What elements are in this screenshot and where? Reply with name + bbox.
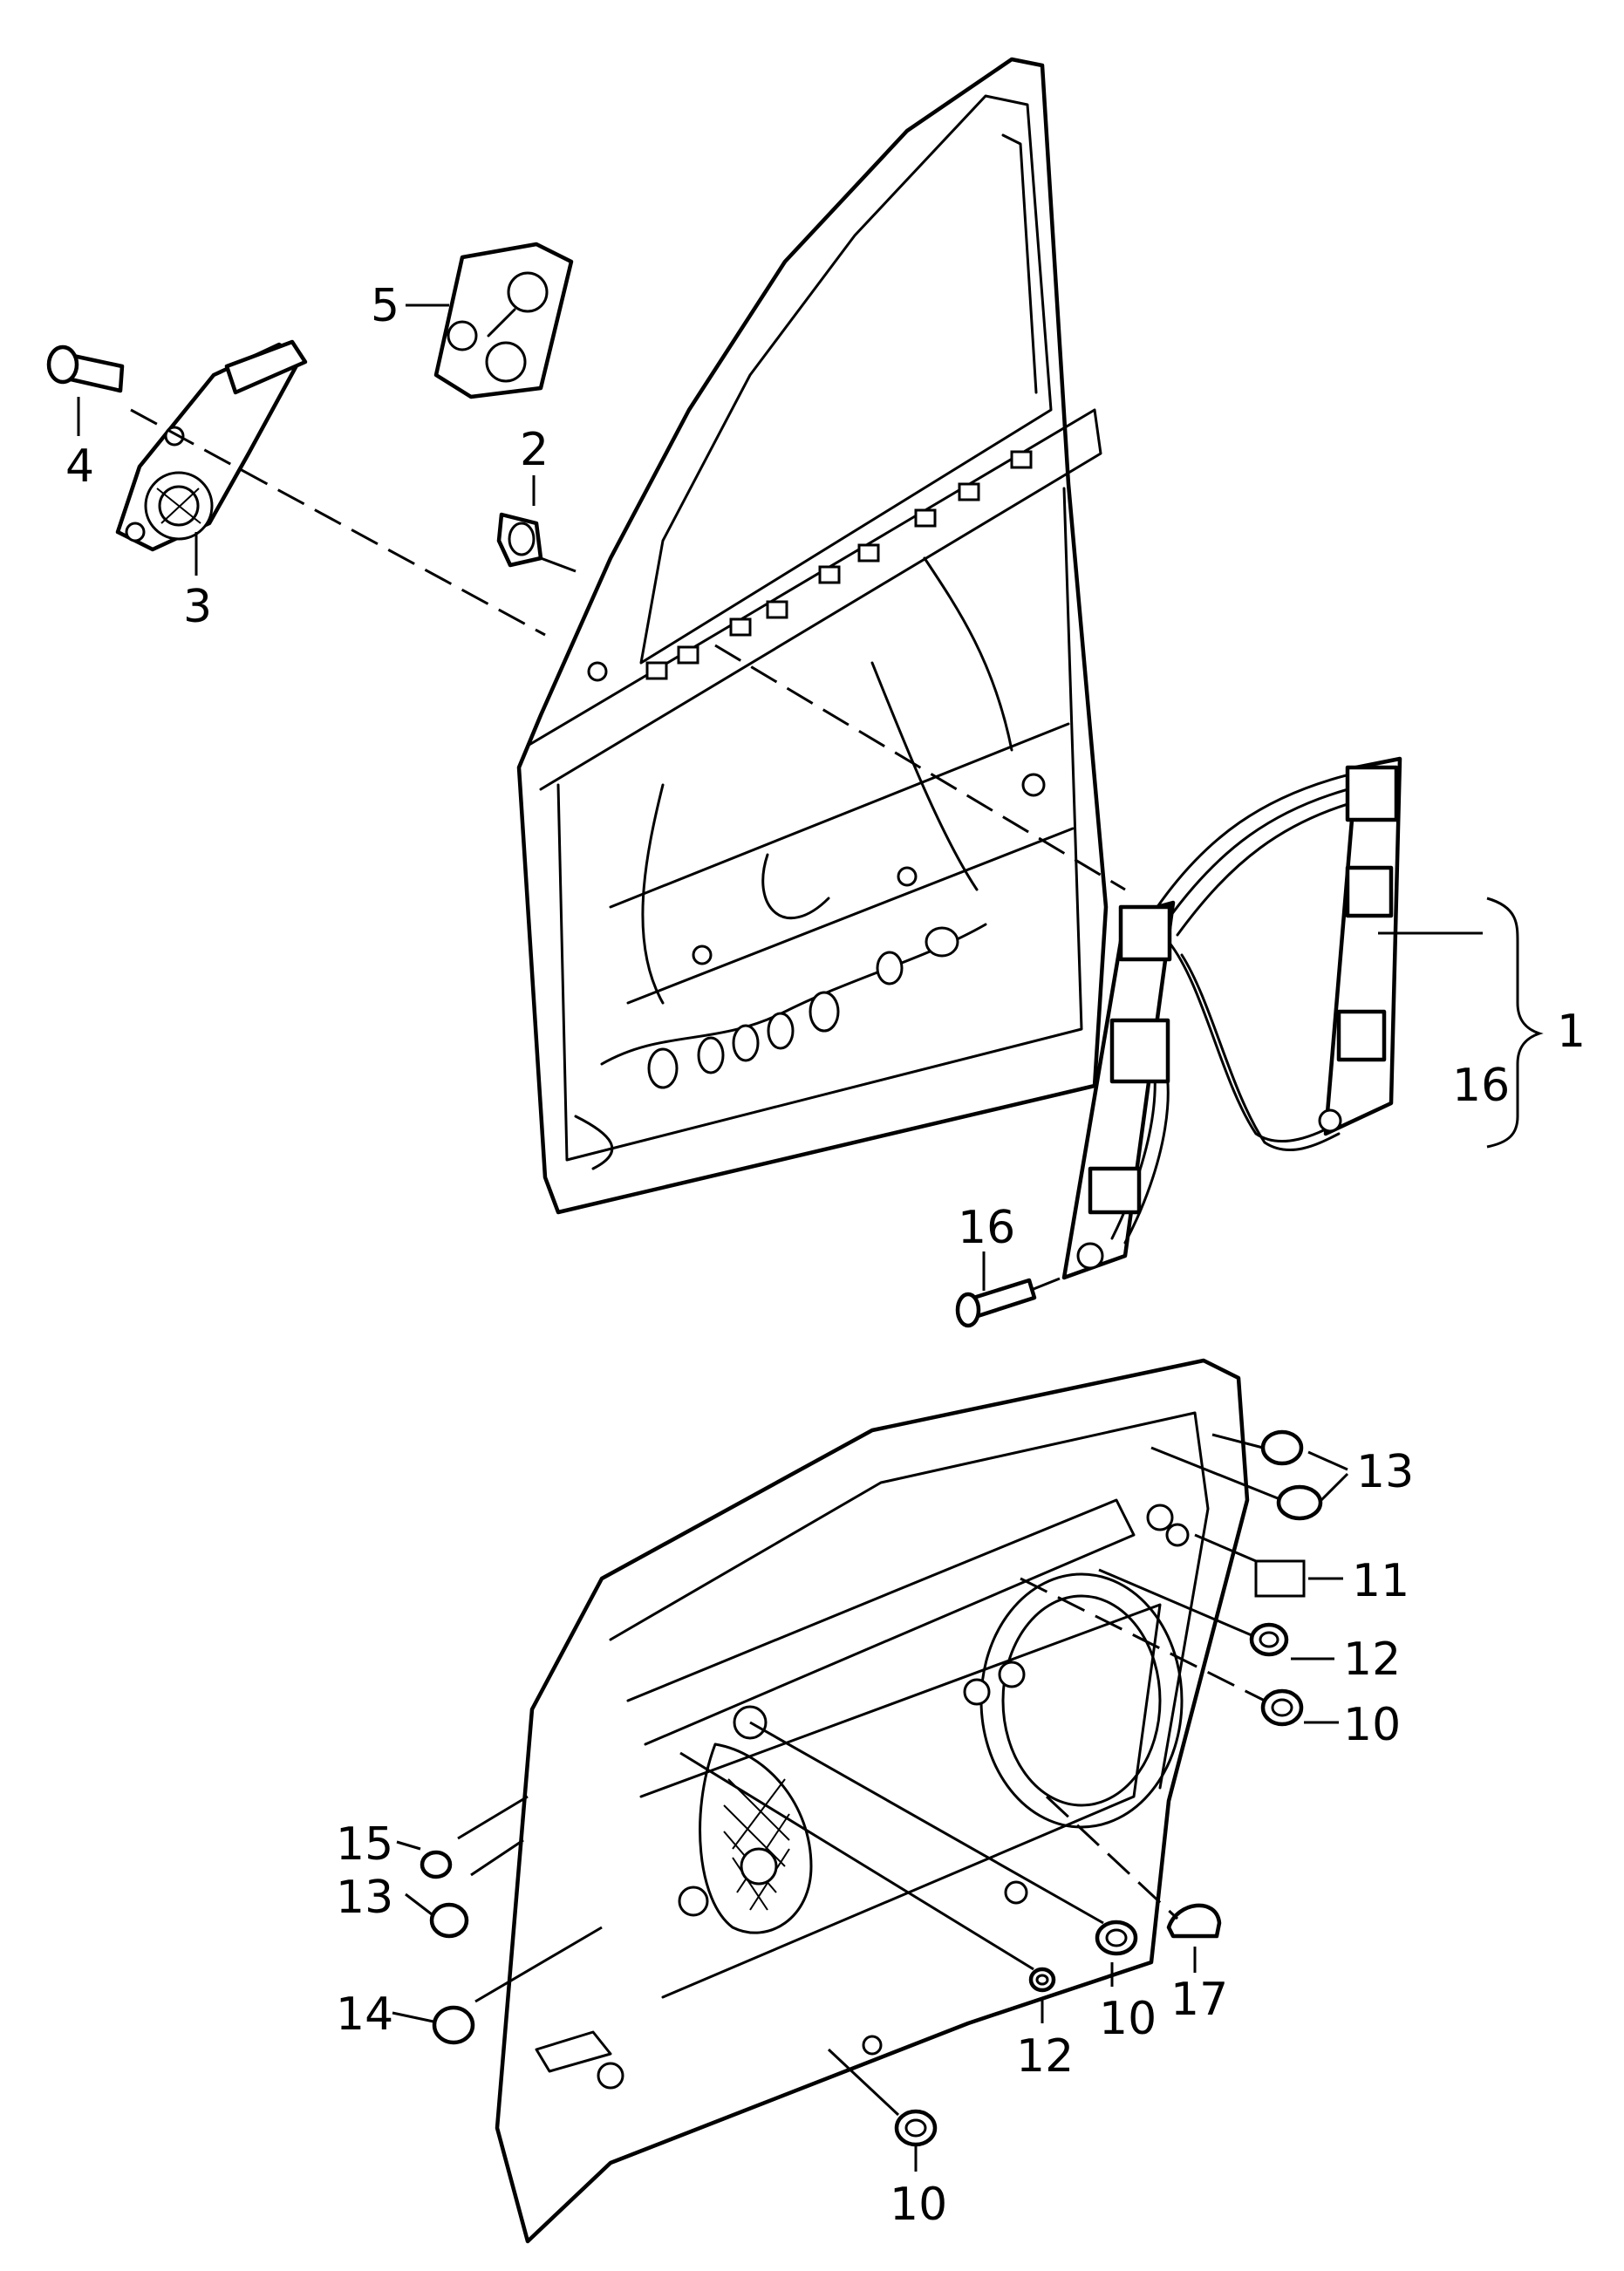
callout-12-right: 12 [1343, 1633, 1401, 1686]
plugs-and-grommets [420, 1429, 1323, 2147]
callout-12-bottom: 12 [1016, 2030, 1074, 2083]
callout-10-bottom: 10 [890, 2179, 947, 2231]
upper-door-shell [516, 57, 1109, 1215]
callout-13-left: 13 [336, 1872, 393, 1924]
callout-14: 14 [336, 1988, 393, 2041]
callouts: 1 2 3 4 5 16 16 13 11 12 10 15 13 14 10 … [65, 280, 1586, 2231]
regulator-bolt [955, 1278, 1037, 1328]
callout-10-mid: 10 [1099, 1993, 1157, 2045]
callout-16-bolt: 16 [958, 1202, 1015, 1254]
grommet-pad [433, 242, 574, 399]
callout-2: 2 [520, 424, 549, 476]
leader-lines [77, 303, 1544, 2172]
window-regulator [1061, 756, 1402, 1280]
callout-3: 3 [183, 581, 212, 633]
motor-screw [46, 344, 125, 393]
callout-15: 15 [336, 1818, 393, 1871]
lower-door-shell [495, 1358, 1306, 2244]
callout-17: 17 [1170, 1974, 1228, 2026]
callout-1: 1 [1557, 1006, 1586, 1058]
callout-13-top: 13 [1356, 1446, 1414, 1498]
callout-10-right: 10 [1343, 1699, 1401, 1751]
callout-4: 4 [65, 440, 94, 493]
callout-5: 5 [371, 280, 399, 332]
nut [496, 512, 543, 568]
callout-11: 11 [1352, 1555, 1409, 1607]
callout-16-bracket: 16 [1452, 1060, 1510, 1112]
window-motor [115, 339, 308, 552]
